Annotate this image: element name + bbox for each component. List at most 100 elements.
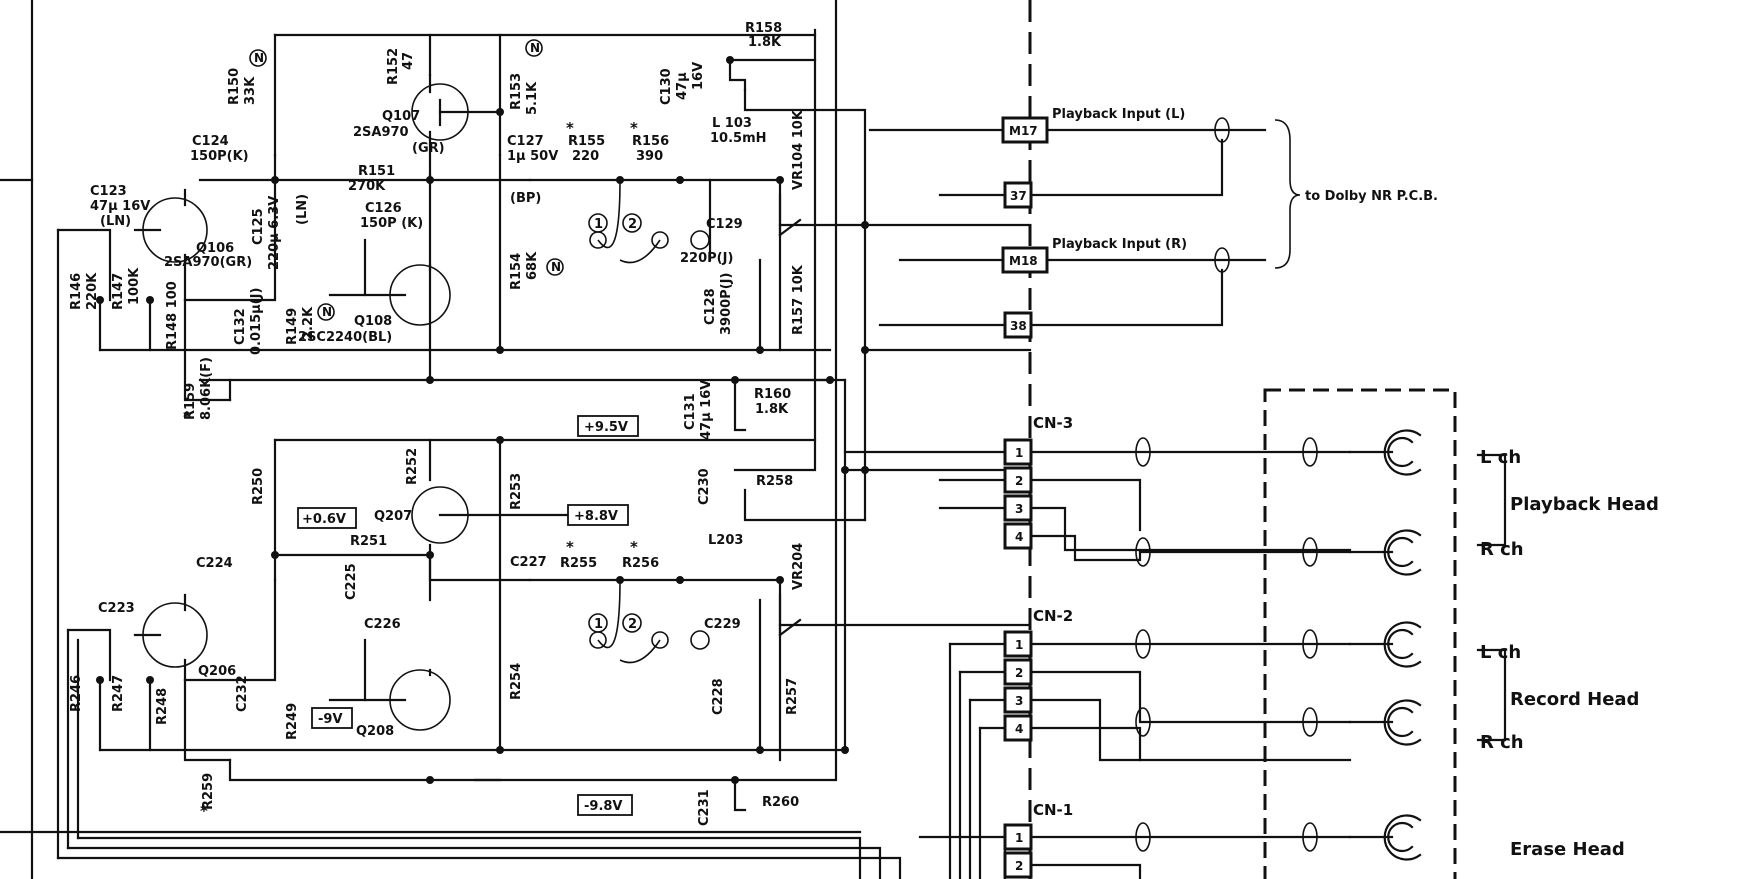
q107-name: Q107: [382, 109, 420, 124]
c230-name: C230: [697, 468, 712, 505]
c131-name: C131: [683, 393, 698, 430]
c126-value: 150P (K): [360, 216, 423, 231]
record-head-label: Record Head: [1510, 689, 1639, 710]
voltage-plus-9-5: +9.5V: [584, 420, 628, 435]
cable-shields: [1135, 437, 1318, 852]
r150-value: 33K: [243, 76, 258, 105]
r259-star: *: [200, 802, 208, 820]
vr104-label: VR104 10K: [791, 109, 806, 190]
connectors: [1001, 116, 1049, 879]
c124-name: C124: [192, 134, 229, 149]
r153-value: 5.1K: [525, 81, 540, 115]
r249-name: R249: [285, 703, 300, 740]
q106-name: Q106: [196, 241, 234, 256]
playback-input-l-label: Playback Input (L): [1052, 107, 1185, 122]
record-rch-label: R ch: [1480, 732, 1524, 753]
svg-text:2: 2: [1015, 859, 1023, 873]
record-lch-label: L ch: [1480, 642, 1521, 663]
voltage-minus-9-8: -9.8V: [584, 799, 623, 814]
r257-name: R257: [785, 678, 800, 715]
r152-value: 47: [401, 52, 416, 70]
c223-name: C223: [98, 601, 135, 616]
c227-name: C227: [510, 555, 547, 570]
c128-value: 3900P(J): [719, 273, 734, 335]
r153-name: R153: [509, 73, 524, 110]
c131-value: 47µ 16V: [699, 380, 714, 440]
r160-value: 1.8K: [755, 402, 789, 417]
voltage-plus-8-8: +8.8V: [574, 509, 618, 524]
r260-name: R260: [762, 795, 799, 810]
r160-name: R160: [754, 387, 791, 402]
sw1-pos1: 1: [594, 217, 603, 232]
c132-name: C132: [233, 308, 248, 345]
r252-name: R252: [405, 448, 420, 485]
output-wiring: [843, 117, 1352, 879]
q106-part: 2SA970(GR): [164, 255, 252, 270]
r156-name: R156: [632, 134, 669, 149]
r149-n-mark: N: [322, 305, 332, 319]
cn2-label: CN-2: [1033, 607, 1073, 625]
vr204-name: VR204: [791, 543, 806, 590]
r155-name: R155: [568, 134, 605, 149]
r153-n-mark: N: [530, 41, 540, 55]
c130-name: C130: [659, 68, 674, 105]
r148-label: R148 100: [165, 281, 180, 350]
labels: R158 1.8K R150 33K R152 47 R153 5.1K C13…: [69, 21, 806, 826]
c130-value: 47µ: [675, 72, 690, 100]
q207-name: Q207: [374, 509, 412, 524]
c126-name: C126: [365, 201, 402, 216]
c132-value: 0.015µ(J): [249, 288, 264, 355]
c127-type: (BP): [510, 191, 541, 206]
erase-head-label: Erase Head: [1510, 839, 1625, 860]
r254-name: R254: [509, 663, 524, 700]
r151-value: 270K: [348, 179, 386, 194]
frame-wires: [0, 0, 902, 879]
playback-head-r-icon: [1348, 529, 1422, 576]
r246-name: R246: [69, 675, 84, 712]
sw2-pos2: 2: [628, 617, 637, 632]
head-symbols: [1348, 429, 1507, 861]
r258-name: R258: [756, 474, 793, 489]
l103-value: 10.5mH: [710, 131, 767, 146]
playback-head-label: Playback Head: [1510, 494, 1659, 515]
l203-name: L203: [708, 533, 743, 548]
c228-name: C228: [711, 678, 726, 715]
connector-labels: M17 37 M18 38 CN-3 CN-2 CN-1 1 2 3 4 1 2…: [1009, 124, 1073, 873]
c127-name: C127: [507, 134, 544, 149]
r149-name: R149: [285, 308, 300, 345]
sw2-pos1: 1: [594, 617, 603, 632]
erase-head-icon: [1348, 814, 1422, 861]
svg-text:1: 1: [1015, 446, 1023, 460]
r256-name: R256: [622, 556, 659, 571]
c130-voltage: 16V: [691, 62, 706, 90]
record-head-r-icon: [1348, 699, 1422, 746]
c125-type: (LN): [295, 194, 310, 225]
q206-name: Q206: [198, 664, 236, 679]
r151-name: R151: [358, 164, 395, 179]
l103-name: L 103: [712, 116, 752, 131]
q108-part: 2SC2240(BL): [298, 330, 392, 345]
r155-value: 220: [572, 149, 599, 164]
r154-n-mark: N: [551, 260, 561, 274]
r155-star: *: [566, 119, 574, 137]
r250-name: R250: [251, 468, 266, 505]
playback-head-l-icon: [1348, 429, 1422, 476]
svg-text:2: 2: [1015, 474, 1023, 488]
r147-value: 100K: [127, 267, 142, 305]
r146-value: 220K: [85, 272, 100, 310]
svg-text:2: 2: [1015, 666, 1023, 680]
r248-name: R248: [155, 688, 170, 725]
r256-star: *: [630, 538, 638, 556]
cn3-label: CN-3: [1033, 414, 1073, 432]
svg-text:3: 3: [1015, 694, 1023, 708]
r255-star: *: [566, 538, 574, 556]
c224-name: C224: [196, 556, 233, 571]
c123-value: 47µ 16V: [90, 199, 150, 214]
p38-label: 38: [1010, 319, 1027, 333]
c225-name: C225: [344, 563, 359, 600]
m18-label: M18: [1009, 254, 1038, 268]
c123-name: C123: [90, 184, 127, 199]
signal-labels: Playback Input (L) Playback Input (R) to…: [1052, 107, 1659, 860]
r157-label: R157 10K: [791, 264, 806, 335]
